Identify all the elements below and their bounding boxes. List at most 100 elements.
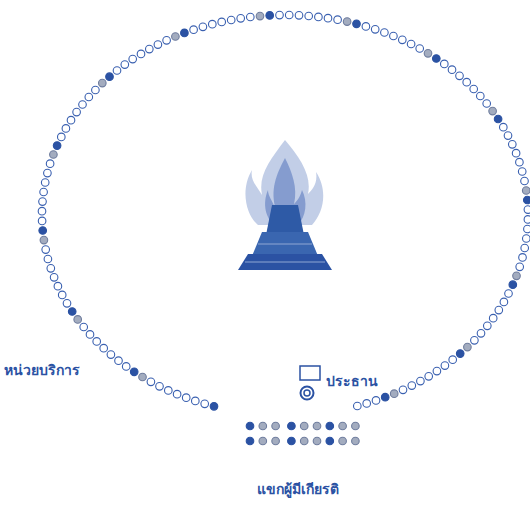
seat-dot bbox=[477, 92, 485, 100]
seat-dot bbox=[50, 274, 58, 282]
seat-dot bbox=[463, 78, 471, 86]
seat-dot bbox=[92, 86, 100, 94]
seat-dot bbox=[524, 216, 530, 224]
seat-dot bbox=[343, 18, 351, 26]
seat-dot bbox=[509, 141, 517, 149]
seat-dot bbox=[146, 45, 154, 53]
seat-dot bbox=[326, 437, 334, 445]
seat-dot bbox=[456, 350, 464, 358]
seat-dot bbox=[381, 29, 389, 37]
seat-dot bbox=[272, 422, 280, 430]
seat-dot bbox=[58, 291, 66, 299]
seat-dot bbox=[192, 397, 200, 405]
seat-dot bbox=[300, 422, 308, 430]
seat-dot bbox=[524, 225, 530, 233]
seat-dot bbox=[305, 12, 313, 20]
seat-dot bbox=[113, 67, 121, 75]
seat-dot bbox=[173, 390, 181, 398]
seat-dot bbox=[50, 151, 58, 159]
seat-dot bbox=[44, 255, 52, 263]
seat-dot bbox=[42, 246, 50, 254]
seat-dot bbox=[521, 244, 529, 252]
seat-dot bbox=[106, 73, 114, 81]
seat-dot bbox=[68, 308, 76, 316]
seat-dot bbox=[47, 265, 55, 273]
seat-dot bbox=[199, 23, 207, 31]
seat-dot bbox=[362, 23, 370, 31]
seat-dot bbox=[182, 394, 190, 402]
seat-dot bbox=[524, 196, 530, 204]
seat-dot bbox=[433, 55, 441, 63]
seat-dot bbox=[483, 100, 491, 108]
seat-dot bbox=[54, 282, 62, 290]
seat-dot bbox=[288, 422, 296, 430]
seat-dot bbox=[266, 12, 274, 20]
seat-dot bbox=[509, 281, 517, 289]
seat-dot bbox=[100, 344, 108, 352]
seat-dot bbox=[315, 13, 323, 21]
seat-dot bbox=[107, 351, 115, 359]
seat-dot bbox=[521, 177, 529, 185]
seat-dot bbox=[121, 61, 129, 69]
seat-dot bbox=[352, 422, 360, 430]
seat-dot bbox=[137, 50, 145, 58]
seat-dot bbox=[122, 363, 130, 371]
service-unit-label: หน่วยบริการ bbox=[4, 361, 80, 379]
seat-dot bbox=[44, 169, 52, 177]
seat-dot bbox=[477, 330, 485, 338]
seat-dot bbox=[93, 338, 101, 346]
seat-dot bbox=[218, 18, 226, 26]
seat-dot bbox=[130, 368, 138, 376]
seat-dot bbox=[247, 13, 255, 21]
seat-dot bbox=[523, 235, 530, 243]
fire-base bbox=[238, 254, 332, 270]
seat-dot bbox=[494, 115, 502, 123]
seat-dot bbox=[165, 387, 173, 395]
seat-dot bbox=[522, 187, 530, 195]
seat-dot bbox=[288, 437, 296, 445]
seat-dot bbox=[372, 397, 380, 405]
seat-dot bbox=[390, 32, 398, 40]
seat-dot bbox=[67, 116, 75, 124]
seat-dot bbox=[86, 331, 94, 339]
seat-dot bbox=[425, 373, 433, 381]
seat-dot bbox=[433, 367, 441, 375]
seat-dot bbox=[172, 33, 180, 41]
seat-dot bbox=[516, 158, 524, 166]
seat-dot bbox=[417, 377, 425, 385]
seat-dot bbox=[464, 343, 472, 351]
seat-dot bbox=[339, 422, 347, 430]
seat-dot bbox=[519, 254, 527, 262]
seat-dot bbox=[256, 12, 264, 20]
seat-dot bbox=[99, 79, 107, 87]
seat-dot bbox=[516, 263, 524, 271]
seat-dot bbox=[363, 400, 371, 408]
seat-dot bbox=[163, 37, 171, 45]
seat-dot bbox=[441, 60, 449, 68]
seat-dot bbox=[38, 217, 46, 225]
seat-dot bbox=[313, 437, 321, 445]
seat-dot bbox=[246, 437, 254, 445]
seat-dot bbox=[79, 101, 87, 109]
seat-dot bbox=[259, 422, 267, 430]
seat-dot bbox=[518, 168, 526, 176]
seat-dot bbox=[504, 132, 512, 140]
seat-dot bbox=[399, 36, 407, 44]
seat-dot bbox=[295, 12, 303, 20]
seat-dot bbox=[313, 422, 321, 430]
seat-dot bbox=[156, 383, 164, 391]
seat-dot bbox=[505, 290, 513, 298]
seat-dot bbox=[324, 14, 332, 22]
seat-dot bbox=[495, 306, 503, 314]
guest-label: แขกผู้มีเกียรติ bbox=[257, 480, 339, 498]
seat-dot bbox=[326, 422, 334, 430]
seat-dot bbox=[352, 437, 360, 445]
seat-dot bbox=[448, 66, 456, 74]
seat-dot bbox=[62, 125, 70, 133]
log-line bbox=[258, 244, 312, 245]
seat-dot bbox=[512, 149, 520, 157]
seat-dot bbox=[285, 11, 293, 19]
seat-dot bbox=[524, 206, 530, 214]
